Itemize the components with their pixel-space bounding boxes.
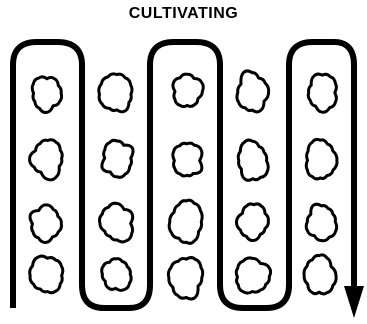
plant-clump-icon bbox=[238, 140, 268, 180]
plant-clump-icon bbox=[32, 77, 61, 113]
plant-clump-icon bbox=[102, 259, 131, 291]
plant-clump-icon bbox=[102, 140, 133, 177]
plant-clump-icon bbox=[306, 204, 337, 241]
plant-clump-icon bbox=[168, 258, 202, 299]
plant-clump-icon bbox=[173, 74, 203, 106]
path-arrowhead-icon bbox=[344, 286, 364, 318]
plant-clump-icon bbox=[237, 71, 269, 112]
plant-clump-icon bbox=[306, 139, 337, 179]
plant-clump-icon bbox=[30, 256, 63, 293]
plant-clump-icon bbox=[173, 143, 202, 176]
plant-clump-icon bbox=[99, 74, 132, 112]
plant-clump-icon bbox=[99, 203, 132, 242]
plant-clump-icon bbox=[169, 200, 202, 243]
plant-clump-icon bbox=[308, 74, 336, 112]
plant-clump-icon bbox=[30, 205, 61, 243]
plant-clump-icon bbox=[236, 258, 270, 293]
plant-clump-icon bbox=[304, 255, 336, 294]
plant-clump-icon bbox=[236, 204, 268, 241]
plant-clump-icon bbox=[30, 140, 63, 180]
